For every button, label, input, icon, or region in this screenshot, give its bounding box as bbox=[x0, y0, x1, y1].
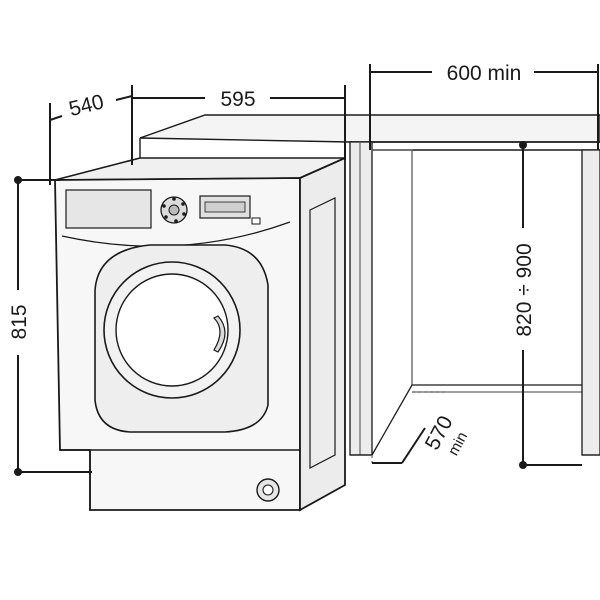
width-label: 595 bbox=[220, 88, 255, 111]
right-cabinet-panel bbox=[581, 149, 600, 456]
door-handle-icon bbox=[212, 315, 226, 353]
drain-filter-icon bbox=[256, 478, 280, 502]
niche-height-label: 820 ÷ 900 bbox=[513, 243, 536, 336]
dimension-lines bbox=[14, 64, 599, 476]
depth-label: 540 bbox=[67, 90, 107, 121]
cabinet-side-panel bbox=[349, 141, 373, 456]
washing-machine bbox=[54, 156, 346, 512]
niche-width-label: 600 min bbox=[447, 62, 522, 85]
height-label: 815 bbox=[8, 304, 31, 339]
machine-side bbox=[299, 156, 346, 512]
cabinet bbox=[139, 114, 600, 456]
detergent-drawer bbox=[65, 189, 152, 229]
door-glass bbox=[115, 273, 229, 387]
